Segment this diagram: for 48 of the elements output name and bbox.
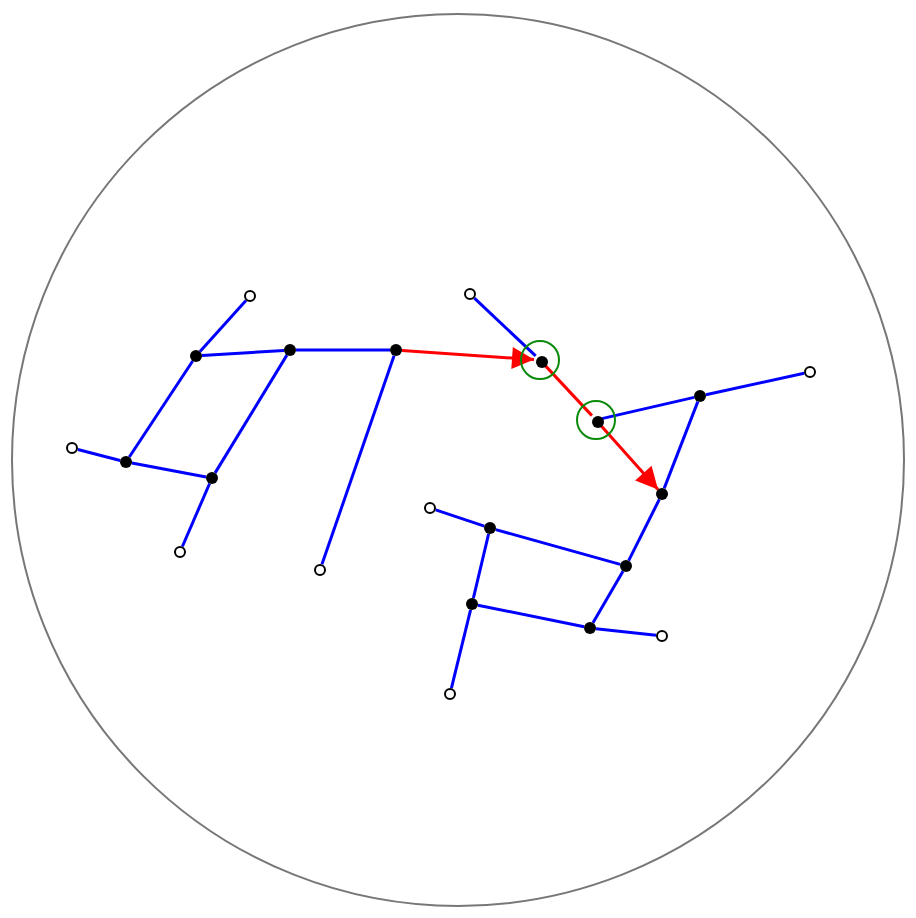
node-dot [484,522,496,534]
end-point [464,288,476,300]
connector-line [449,609,473,689]
connector-line [181,482,211,548]
connector-line [471,533,491,599]
connector-line [473,297,537,357]
node-dot [694,390,706,402]
node-dot [206,472,218,484]
connector-line [705,371,805,397]
connector-line [627,498,661,562]
connector-line [495,528,621,566]
highlight-ring [520,340,560,380]
end-point [444,688,456,700]
node-dot [390,344,402,356]
node-dot [466,598,478,610]
node-dot [584,622,596,634]
connector-line [477,603,585,629]
end-point [656,630,668,642]
connector-line [131,461,207,479]
end-point [66,442,78,454]
node-dot [620,560,632,572]
connector-line [213,354,289,474]
node-dot [536,356,548,368]
end-point [314,564,326,576]
connector-line [201,348,285,358]
connector-line [296,348,390,352]
end-point [244,290,256,302]
end-point [174,546,186,558]
connector-line [320,355,396,565]
connector-line [591,570,625,624]
connector-line [77,448,121,462]
connector-line [543,363,593,417]
arrow [598,423,660,491]
arrow [401,347,535,370]
node-dot [656,488,668,500]
node-dot [284,344,296,356]
connector-line [662,401,700,489]
node-dot [190,350,202,362]
connector-line [435,508,485,528]
node-dot [120,456,132,468]
connector-line [595,627,657,637]
end-point [424,502,436,514]
connector-line [198,299,248,353]
node-dot [592,416,604,428]
connector-line [128,360,194,458]
end-point [804,366,816,378]
highlight-ring [576,400,616,440]
connector-line [601,395,695,421]
